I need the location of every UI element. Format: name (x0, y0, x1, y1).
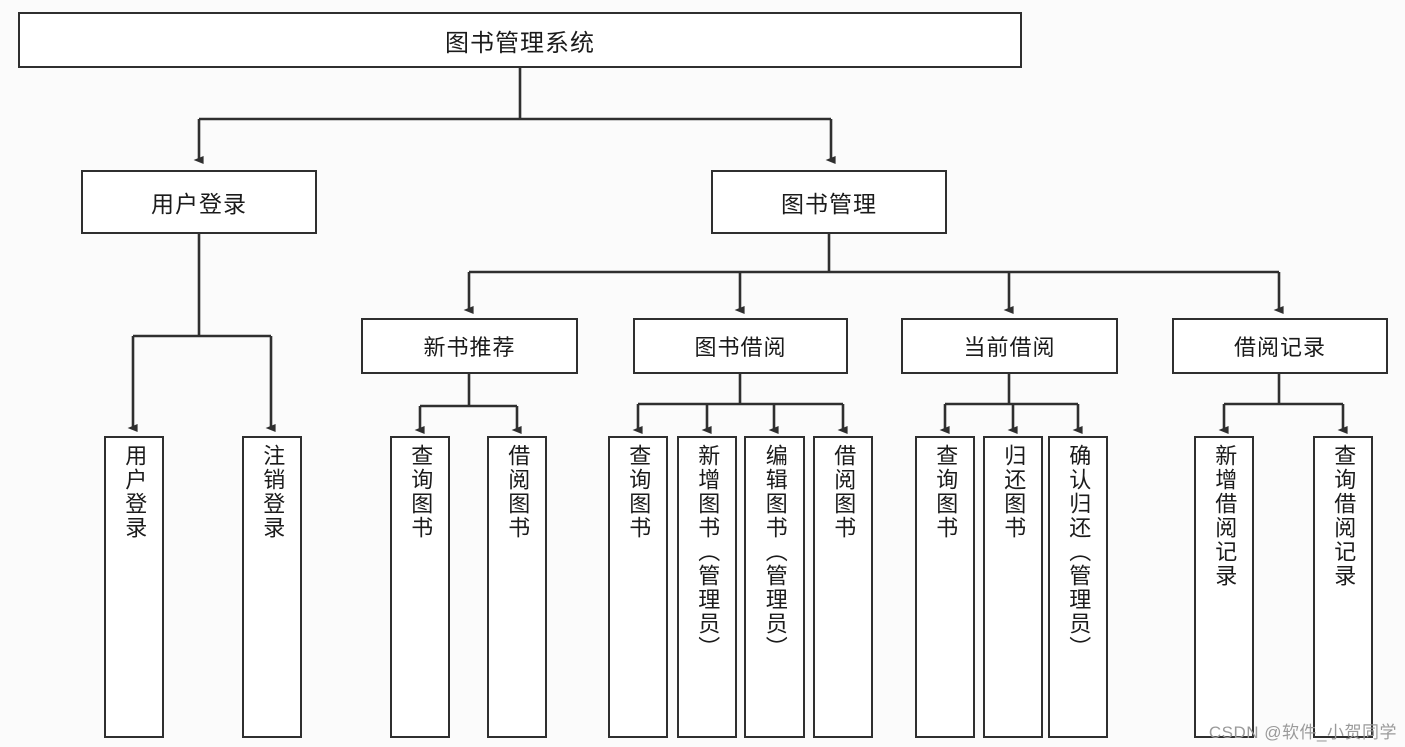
node-book-management[interactable]: 图书管理 (711, 170, 947, 234)
node-root-system-label: 图书管理系统 (445, 29, 595, 57)
node-leaf-logout[interactable]: 注销登录 (242, 436, 302, 738)
node-leaf-return-book[interactable]: 归还图书 (983, 436, 1043, 738)
node-leaf-return-book-label: 归还图书 (1001, 444, 1027, 540)
node-leaf-add-book[interactable]: 新增图书（管理员） (677, 436, 737, 738)
node-leaf-query-book-2-label: 查询图书 (626, 444, 652, 540)
node-new-book-recommend[interactable]: 新书推荐 (361, 318, 578, 374)
node-borrow-record[interactable]: 借阅记录 (1172, 318, 1388, 374)
node-user-login-label: 用户登录 (151, 191, 247, 217)
node-leaf-edit-book-label: 编辑图书（管理员） (762, 444, 788, 660)
node-leaf-confirm-return[interactable]: 确认归还（管理员） (1048, 436, 1108, 738)
csdn-watermark: CSDN @软件_小贺同学 (1208, 723, 1397, 742)
node-leaf-borrow-book-2-label: 借阅图书 (831, 444, 857, 540)
node-root-system[interactable]: 图书管理系统 (18, 12, 1022, 68)
node-leaf-edit-book[interactable]: 编辑图书（管理员） (744, 436, 805, 738)
node-leaf-add-record[interactable]: 新增借阅记录 (1194, 436, 1254, 738)
node-current-borrow[interactable]: 当前借阅 (901, 318, 1118, 374)
node-user-login[interactable]: 用户登录 (81, 170, 317, 234)
node-leaf-add-record-label: 新增借阅记录 (1212, 444, 1238, 588)
node-book-borrow-label: 图书借阅 (694, 335, 787, 360)
node-leaf-query-book-3[interactable]: 查询图书 (915, 436, 975, 738)
node-leaf-borrow-book-2[interactable]: 借阅图书 (813, 436, 873, 738)
node-leaf-query-record-label: 查询借阅记录 (1331, 444, 1357, 588)
node-leaf-query-book-1[interactable]: 查询图书 (390, 436, 450, 738)
node-leaf-borrow-book-1-label: 借阅图书 (505, 444, 531, 540)
node-leaf-add-book-label: 新增图书（管理员） (695, 444, 721, 660)
node-leaf-confirm-return-label: 确认归还（管理员） (1066, 444, 1092, 660)
node-current-borrow-label: 当前借阅 (963, 335, 1056, 360)
node-leaf-user-login-label: 用户登录 (122, 444, 148, 540)
node-leaf-user-login[interactable]: 用户登录 (104, 436, 164, 738)
node-borrow-record-label: 借阅记录 (1233, 335, 1326, 360)
node-book-borrow[interactable]: 图书借阅 (633, 318, 848, 374)
node-book-management-label: 图书管理 (781, 191, 877, 217)
node-leaf-logout-label: 注销登录 (260, 444, 286, 540)
node-new-book-recommend-label: 新书推荐 (423, 335, 516, 360)
node-leaf-query-book-3-label: 查询图书 (933, 444, 959, 540)
node-leaf-query-book-2[interactable]: 查询图书 (608, 436, 668, 738)
node-leaf-query-record[interactable]: 查询借阅记录 (1313, 436, 1373, 738)
node-leaf-borrow-book-1[interactable]: 借阅图书 (487, 436, 547, 738)
node-leaf-query-book-1-label: 查询图书 (408, 444, 434, 540)
